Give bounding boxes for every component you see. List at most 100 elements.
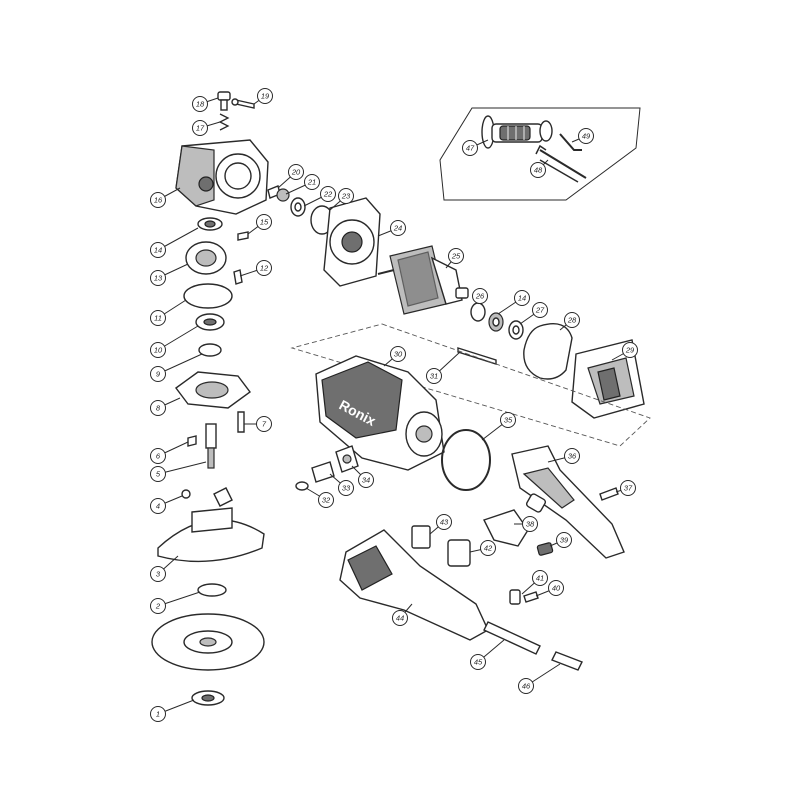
callout-circle (532, 570, 548, 586)
screw-7 (237, 411, 245, 433)
callout-36: 36 (564, 448, 580, 464)
callout-circle (390, 220, 406, 236)
callout-circle (392, 610, 408, 626)
callout-6: 6 (150, 448, 166, 464)
callout-number: 10 (154, 346, 163, 355)
callout-8: 8 (150, 400, 166, 416)
callout-26: 26 (472, 288, 488, 304)
callout-21: 21 (304, 174, 320, 190)
callout-12: 12 (256, 260, 272, 276)
callout-number: 2 (155, 602, 161, 611)
callout-44: 44 (392, 610, 408, 626)
callout-14: 14 (150, 242, 166, 258)
bearing-plate (323, 197, 381, 287)
callout-circle (318, 492, 334, 508)
callout-number: 40 (552, 584, 561, 593)
callout-39: 39 (556, 532, 572, 548)
key-6 (187, 435, 197, 447)
pinion-parts (267, 185, 334, 235)
gear-housing (175, 139, 269, 215)
lock-button (536, 542, 554, 556)
side-handle-part (481, 115, 553, 149)
callout-circle (470, 654, 486, 670)
callout-27: 27 (532, 302, 548, 318)
callout-circle (462, 140, 478, 156)
callout-number: 14 (518, 294, 526, 303)
callout-circle (150, 706, 166, 722)
callout-number: 11 (154, 314, 162, 323)
callout-circle (150, 466, 166, 482)
callout-number: 43 (440, 518, 449, 527)
bearing-10 (195, 313, 225, 331)
callout-circle (622, 342, 638, 358)
outer-nut-1 (191, 690, 225, 706)
screw-12 (233, 269, 243, 285)
callout-number: 5 (156, 470, 161, 479)
callout-circle (257, 88, 273, 104)
callout-circle (448, 248, 464, 264)
inner-flange-2 (197, 583, 227, 597)
callout-number: 34 (362, 476, 370, 485)
callout-circle (338, 480, 354, 496)
callout-number: 16 (154, 196, 163, 205)
callout-number: 23 (341, 192, 351, 201)
leader-line-5 (157, 461, 207, 475)
callout-number: 8 (156, 404, 161, 413)
callout-circle (256, 416, 272, 432)
callout-circle (564, 312, 580, 328)
callout-circle (338, 188, 354, 204)
callout-number: 49 (582, 132, 591, 141)
callout-41: 41 (532, 570, 548, 586)
callout-circle (150, 310, 166, 326)
baffle-ring (523, 323, 573, 380)
callout-number: 4 (156, 502, 160, 511)
motor-housing: Ronix (315, 355, 445, 471)
cable-sleeve (483, 621, 541, 655)
callout-46: 46 (518, 678, 534, 694)
callout-circle (192, 96, 208, 112)
callout-circle (150, 400, 166, 416)
callout-number: 27 (535, 306, 545, 315)
callout-number: 7 (262, 420, 267, 429)
callout-35: 35 (500, 412, 516, 428)
callout-number: 22 (323, 190, 333, 199)
key-15 (237, 231, 249, 241)
plate-11 (183, 283, 233, 309)
callout-14b: 14 (514, 290, 530, 306)
callout-number: 38 (526, 520, 535, 529)
wheel-guard-3 (157, 507, 265, 563)
leader-line-9 (157, 353, 203, 375)
callout-circle (256, 214, 272, 230)
callout-number: 30 (394, 350, 403, 359)
callout-circle (150, 498, 166, 514)
callout-49: 49 (578, 128, 594, 144)
callout-circle (256, 260, 272, 276)
callout-number: 33 (342, 484, 351, 493)
switch-lever (483, 509, 529, 547)
callout-number: 9 (156, 370, 161, 379)
callout-number: 45 (474, 658, 483, 667)
callout-48: 48 (530, 162, 546, 178)
callout-number: 21 (307, 178, 316, 187)
callout-28: 28 (564, 312, 580, 328)
callout-24: 24 (390, 220, 406, 236)
callout-16: 16 (150, 192, 166, 208)
callout-32: 32 (318, 492, 334, 508)
callout-number: 31 (430, 372, 438, 381)
handle-screw (599, 487, 619, 501)
callout-18: 18 (192, 96, 208, 112)
callout-number: 14 (154, 246, 162, 255)
callout-43: 43 (436, 514, 452, 530)
callout-circle (480, 540, 496, 556)
switch-parts (295, 445, 359, 491)
callout-11: 11 (150, 310, 166, 326)
callout-30: 30 (390, 346, 406, 362)
callout-20: 20 (288, 164, 304, 180)
callout-number: 36 (568, 452, 577, 461)
callout-circle (304, 174, 320, 190)
callout-circle (288, 164, 304, 180)
clamp-ring (441, 429, 491, 491)
callout-2: 2 (150, 598, 166, 614)
callout-22: 22 (320, 186, 336, 202)
callout-number: 39 (560, 536, 569, 545)
